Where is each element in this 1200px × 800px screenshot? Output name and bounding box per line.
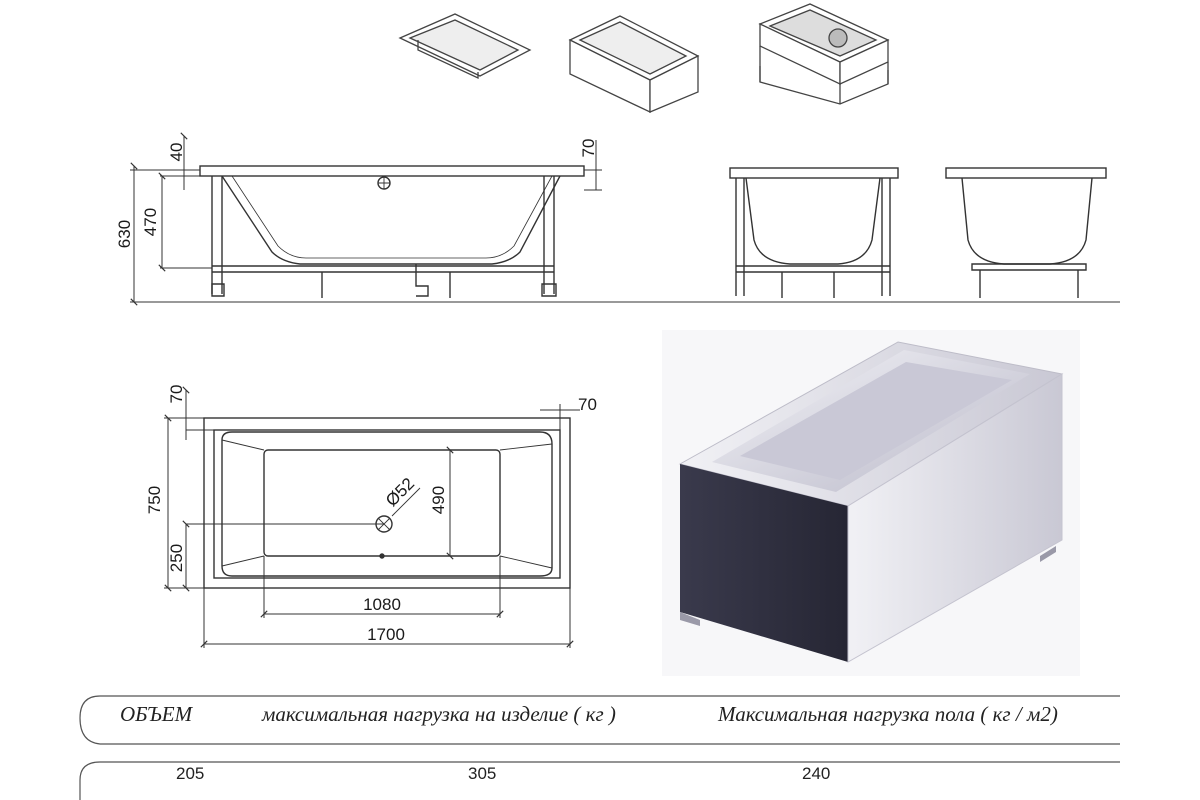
end-elevation-legs	[945, 167, 1107, 298]
side-elevation-dimensions	[130, 132, 1120, 306]
tub-thumbnail	[398, 13, 532, 80]
width-label: 750	[145, 486, 164, 514]
floor-load-header: Максимальная нагрузка пола ( кг / м2)	[718, 702, 1058, 726]
side-elevation-long	[199, 165, 585, 298]
floor-load-value: 240	[802, 764, 831, 783]
plan-view	[203, 417, 571, 589]
plan-dimensions	[164, 386, 580, 648]
inner-depth-label: 470	[141, 208, 160, 236]
volume-header: ОБЪЕМ	[120, 702, 193, 726]
tub-with-panel-thumbnail	[568, 15, 700, 114]
inner-width-label: 490	[429, 486, 448, 514]
total-height-label: 630	[115, 220, 134, 248]
max-load-header: максимальная нагрузка на изделие ( кг )	[262, 702, 616, 726]
volume-value: 205	[176, 764, 205, 783]
end-height-label: 70	[579, 139, 598, 158]
spec-table-rules	[79, 695, 1120, 800]
inner-length-label: 1080	[363, 595, 401, 614]
rim-height-label: 40	[167, 143, 186, 162]
drain-offset-label: 250	[167, 544, 186, 572]
bathtub-3d-render	[662, 330, 1080, 676]
max-load-value: 305	[468, 764, 497, 783]
rim-top-label: 70	[167, 385, 186, 404]
drain-diameter-label: Ø52	[382, 474, 418, 510]
rim-right-label: 70	[578, 395, 597, 414]
length-label: 1700	[367, 625, 405, 644]
tub-frame-thumbnail	[758, 3, 890, 105]
end-elevation-frame	[729, 167, 899, 298]
